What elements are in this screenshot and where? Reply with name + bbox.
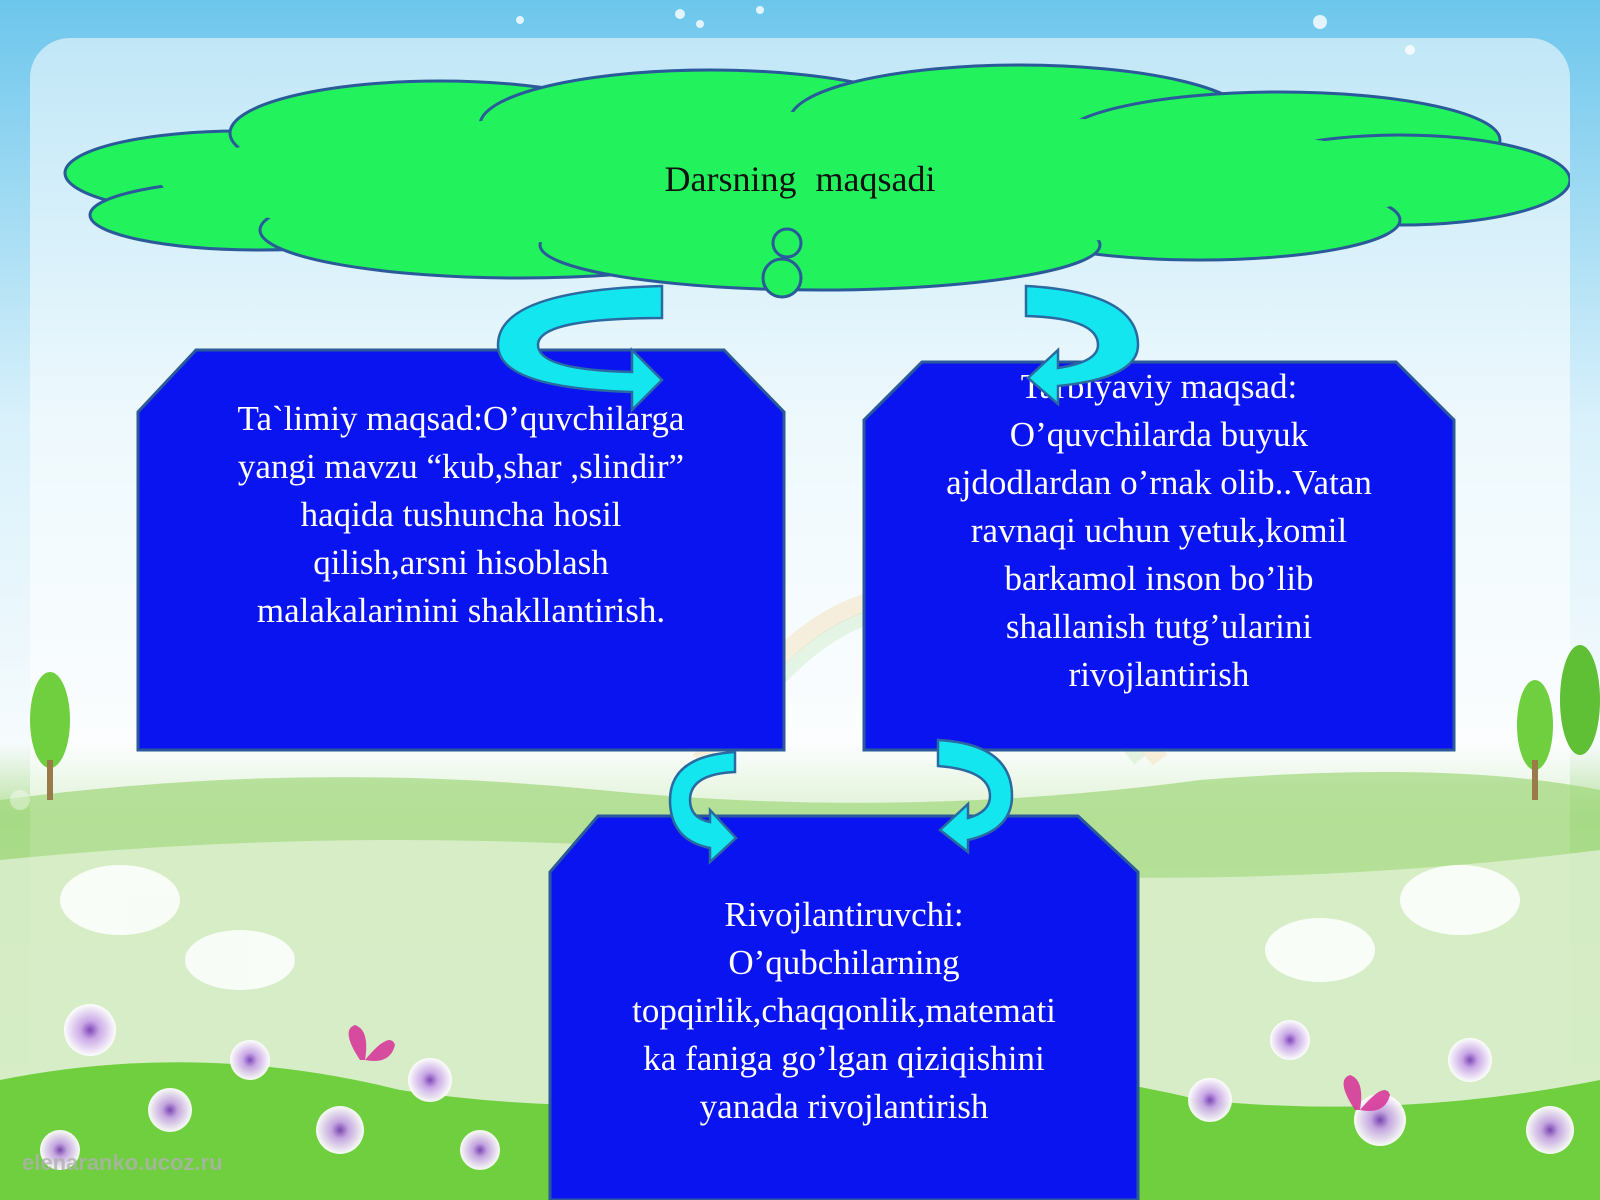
cloud-shape — [60, 55, 1572, 305]
box-developmental-goal: Rivojlantiruvchi: O’qubchilarning topqir… — [548, 814, 1140, 1200]
cloud-title: Darsning maqsadi — [664, 159, 936, 199]
box-shape — [136, 348, 786, 752]
developmental-goal-text: Rivojlantiruvchi: O’qubchilarning topqir… — [632, 895, 1056, 1126]
watermark-text: elenaranko.ucoz.ru — [22, 1150, 223, 1175]
box-shape — [862, 360, 1456, 752]
upbringing-goal-text: Tarbiyaviy maqsad: O’quvchilarda buyuk a… — [946, 367, 1372, 694]
educational-goal-text: Ta`limiy maqsad:O’quvchilarga yangi mavz… — [237, 399, 685, 630]
box-upbringing-goal: Tarbiyaviy maqsad: O’quvchilarda buyuk a… — [862, 360, 1456, 752]
box-shape — [548, 814, 1140, 1200]
box-educational-goal: Ta`limiy maqsad:O’quvchilarga yangi mavz… — [136, 348, 786, 752]
